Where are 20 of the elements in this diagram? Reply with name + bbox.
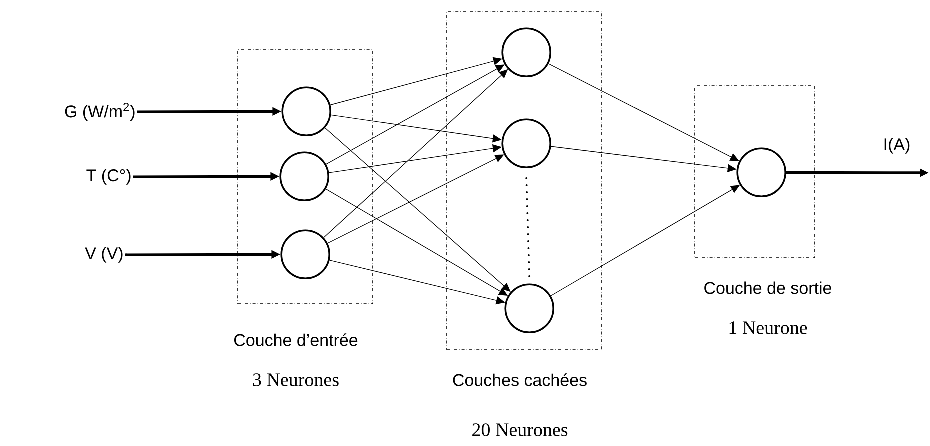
node-label: 1 Neurone	[730, 322, 808, 334]
layer-box: Couches cachées 20 Neurones	[446, 12, 602, 436]
neuron-circle	[280, 152, 330, 202]
layer-box: Couche de sortie 1 Neurone	[694, 86, 832, 334]
neuron-circle	[502, 28, 552, 78]
layer-box: Couche d’entrée 3 Neurones	[234, 50, 374, 386]
neuron-circle	[502, 118, 552, 168]
node-label: 3 Neurones	[253, 374, 339, 386]
node-label: Couche d’entrée	[234, 334, 358, 346]
input-label: T (C°)	[86, 169, 131, 185]
edge-label: I(A)	[882, 137, 912, 155]
neuron-circle	[282, 86, 332, 136]
input-label: G (W/m$^{2}$)	[65, 102, 135, 122]
neuron-circle	[736, 148, 786, 198]
neuron-circle	[280, 230, 330, 280]
node-label: 20 Neurones	[472, 424, 568, 436]
node-label: Couches cachées	[453, 374, 587, 386]
neuron-circle	[504, 284, 554, 334]
input-label: V (V)	[85, 247, 123, 263]
node-label: Couche de sortie	[704, 282, 832, 294]
